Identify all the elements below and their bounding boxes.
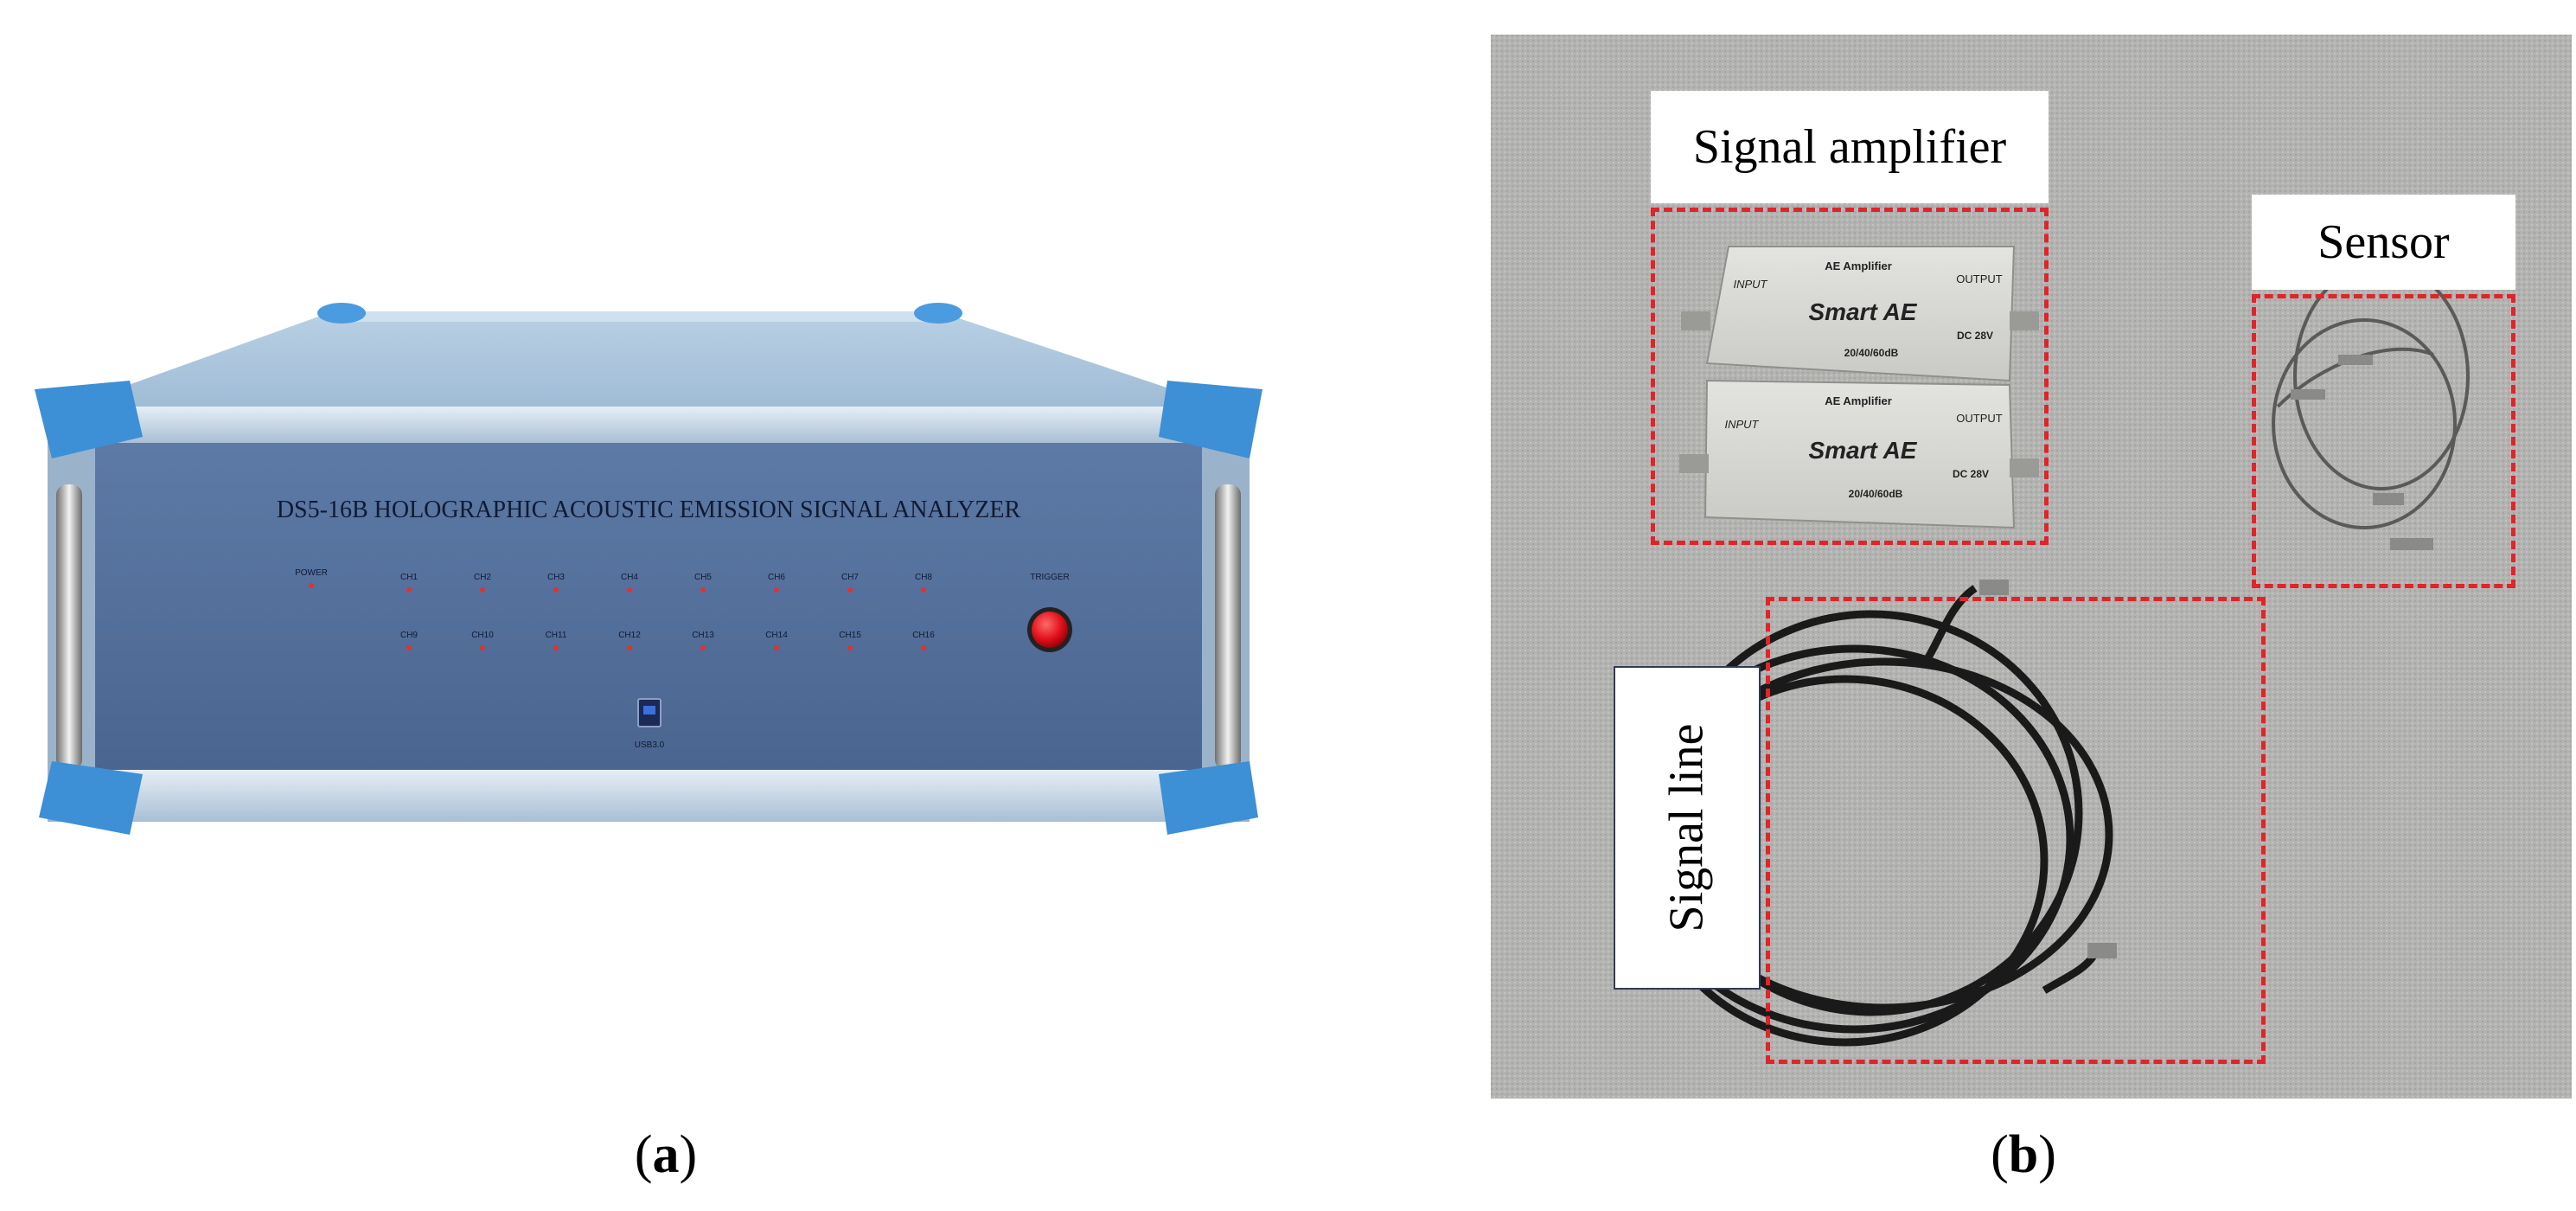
- channel-label: CH13: [692, 631, 714, 640]
- amp-input-connector: [1681, 311, 1710, 330]
- analyzer-device-illustration: DS5-16B HOLOGRAPHIC ACOUSTIC EMISSION SI…: [35, 303, 1262, 835]
- amplifier-top: AE Amplifier INPUT OUTPUT Smart AE 20/40…: [1681, 246, 2039, 382]
- right-handle: [1215, 484, 1241, 770]
- channel-led: [553, 587, 559, 593]
- trigger-button[interactable]: [1032, 612, 1068, 648]
- caption-b: (b): [1991, 1125, 2056, 1184]
- amp-input-connector: [1679, 454, 1709, 473]
- amp-gain: 20/40/60dB: [1844, 347, 1899, 359]
- channel-label: CH11: [546, 631, 567, 640]
- channel-label: CH10: [471, 631, 494, 640]
- channel-label: CH15: [839, 631, 861, 640]
- channel-row-1: CH1 CH2 CH3 CH4 CH5 CH6 CH7 CH8: [400, 573, 932, 593]
- channel-led: [480, 587, 485, 593]
- power-label: POWER: [295, 568, 328, 578]
- front-top-left-corner: [35, 381, 143, 458]
- left-handle: [56, 484, 82, 770]
- device-title: DS5-16B HOLOGRAPHIC ACOUSTIC EMISSION SI…: [277, 497, 1021, 523]
- back-right-corner: [914, 303, 962, 324]
- panel-b-components-photo: AE Amplifier INPUT OUTPUT Smart AE 20/40…: [1491, 35, 2572, 1099]
- channel-label: CH7: [841, 573, 859, 582]
- sensor-highlight-box: [2252, 294, 2515, 588]
- channel-label: CH5: [694, 573, 712, 582]
- amp-input-label: INPUT: [1725, 418, 1760, 431]
- amp-output-label: OUTPUT: [1956, 272, 2003, 285]
- channel-led: [627, 645, 632, 650]
- power-led: [309, 583, 314, 588]
- front-top-right-corner: [1159, 381, 1262, 458]
- amplifier-highlight-box: [1651, 208, 2049, 545]
- panel-a-analyzer-photo: DS5-16B HOLOGRAPHIC ACOUSTIC EMISSION SI…: [0, 0, 1418, 1090]
- signal-line-highlight-box: [1766, 597, 2266, 1064]
- amp-title: AE Amplifier: [1825, 394, 1892, 407]
- amp-power: DC 28V: [1953, 468, 1989, 480]
- channel-label: CH3: [547, 573, 565, 582]
- channel-label: CH12: [618, 631, 641, 640]
- signal-line-label-box: Signal line: [1614, 666, 1761, 990]
- channel-led: [700, 587, 706, 593]
- usb-label: USB3.0: [635, 740, 665, 750]
- amp-gain: 20/40/60dB: [1849, 488, 1903, 500]
- channel-led: [847, 587, 853, 593]
- amp-brand: Smart AE: [1808, 298, 1917, 325]
- device-top-rail: [61, 407, 1237, 443]
- amplifier-bottom: AE Amplifier INPUT OUTPUT Smart AE 20/40…: [1679, 379, 2039, 529]
- amp-output-connector: [2010, 458, 2039, 477]
- front-bottom-left-corner: [39, 761, 143, 835]
- amp-title: AE Amplifier: [1825, 260, 1892, 272]
- channel-row-2: CH9 CH10 CH11 CH12 CH13 CH14 CH15 CH16: [400, 631, 935, 650]
- channel-led: [553, 645, 559, 650]
- signal-line-coil: [1633, 580, 2117, 1047]
- channel-label: CH6: [768, 573, 785, 582]
- signal-line-label: Signal line: [1660, 723, 1714, 932]
- channel-led: [480, 645, 485, 650]
- front-bottom-right-corner: [1159, 761, 1258, 835]
- channel-label: CH16: [912, 631, 935, 640]
- channel-label: CH14: [765, 631, 788, 640]
- amp-output-label: OUTPUT: [1956, 412, 2003, 425]
- amp-output-connector: [2010, 311, 2039, 330]
- channel-led: [847, 645, 853, 650]
- channel-led: [406, 587, 412, 593]
- caption-a: (a): [634, 1125, 698, 1184]
- channel-led: [627, 587, 632, 593]
- amp-input-label: INPUT: [1734, 278, 1768, 291]
- amp-brand: Smart AE: [1808, 437, 1917, 464]
- channel-led: [921, 587, 926, 593]
- device-top-lid: [56, 311, 1237, 411]
- sensor-label: Sensor: [2252, 195, 2515, 290]
- channel-led: [406, 645, 412, 650]
- channel-label: CH9: [400, 631, 418, 640]
- channel-label: CH4: [621, 573, 638, 582]
- channel-label: CH8: [915, 573, 932, 582]
- signal-amplifier-label: Signal amplifier: [1651, 91, 2049, 203]
- channel-led: [700, 645, 706, 650]
- channel-led: [774, 645, 779, 650]
- back-left-corner: [317, 303, 366, 324]
- channel-label: CH2: [474, 573, 491, 582]
- device-bottom-rail: [69, 770, 1228, 822]
- amp-power: DC 28V: [1957, 330, 1993, 342]
- channel-led: [774, 587, 779, 593]
- channel-led: [921, 645, 926, 650]
- trigger-label: TRIGGER: [1030, 573, 1070, 582]
- channel-label: CH1: [400, 573, 418, 582]
